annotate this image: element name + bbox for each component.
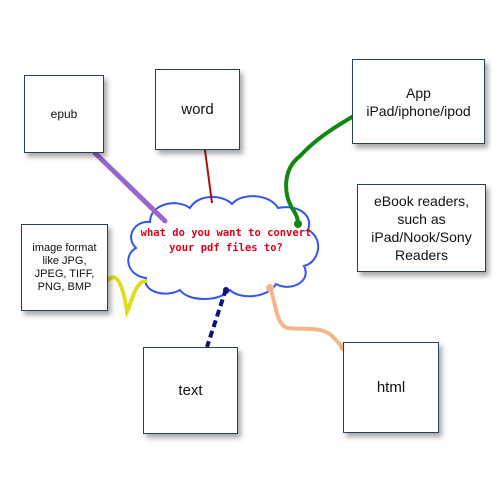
box-epub: epub [24,75,104,153]
box-app-line1: App [406,84,431,101]
connector-text-dot [223,287,229,293]
connector-image [106,275,147,319]
box-image-format: image format like JPG, JPEG, TIFF, PNG, … [21,224,108,311]
box-image-line1: image format [32,241,97,254]
box-text: text [143,347,238,434]
connector-text [205,288,228,348]
box-ebook-line2: such as [397,211,446,227]
box-epub-label: epub [50,107,78,121]
connector-app [284,115,354,226]
connector-html-dot [266,284,274,292]
box-html-label: html [376,379,406,396]
connector-app-dot [294,220,302,228]
box-html: html [343,342,439,433]
box-word-label: word [181,101,214,118]
box-ebook-line3: iPad/Nook/Sony [371,229,472,245]
box-ebook-line1: eBook readers, [374,193,469,209]
box-image-line4: PNG, BMP [37,280,92,293]
thought-cloud [127,195,319,300]
connector-word [204,149,213,204]
box-ebook-line4: Readers [395,247,448,263]
box-image-line3: JPEG, TIFF, [34,267,95,280]
box-text-label: text [178,382,203,399]
box-app: App iPad/iphone/ipod [352,59,485,144]
connector-html [268,286,345,350]
box-word: word [155,69,240,150]
box-app-line2: iPad/iphone/ipod [366,102,471,119]
box-image-line2: like JPG, [42,254,87,267]
box-ebook-readers: eBook readers, such as iPad/Nook/Sony Re… [357,184,486,272]
central-question: what do you want to convert your pdf fil… [140,227,312,254]
connector-epub [92,150,168,224]
